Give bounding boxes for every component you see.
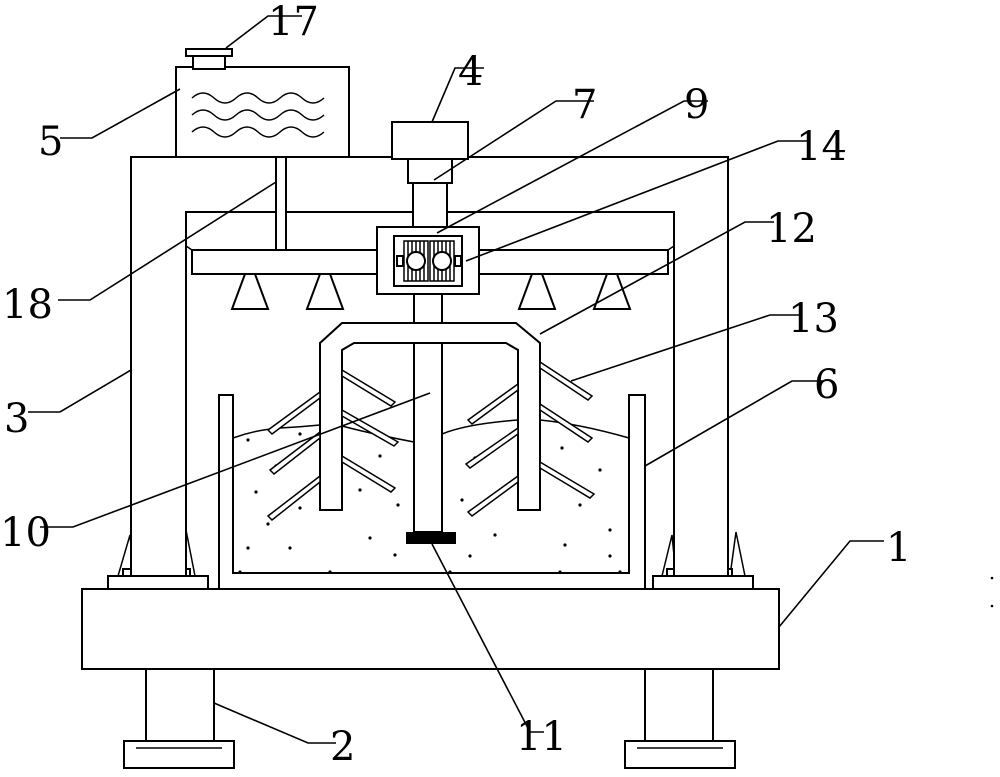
label-6: 6 xyxy=(814,362,839,408)
motor-shaft-housing xyxy=(407,158,453,184)
tank-body xyxy=(175,66,350,158)
label-7: 7 xyxy=(572,82,597,128)
mount-plate-right xyxy=(652,575,754,590)
gearbox xyxy=(376,226,480,295)
mixing-tank xyxy=(218,394,646,590)
leader-lines xyxy=(28,15,884,744)
label-2: 2 xyxy=(330,724,355,770)
label-10: 10 xyxy=(0,510,51,556)
tank-cap xyxy=(185,48,233,57)
label-11: 11 xyxy=(516,714,567,760)
mount-plate-left xyxy=(107,575,209,590)
reference-labels: 17 4 5 7 9 14 12 18 13 6 3 10 1 11 2 xyxy=(0,0,911,770)
bottom-scraper xyxy=(406,532,456,544)
label-9: 9 xyxy=(684,82,709,128)
label-17: 17 xyxy=(268,0,319,45)
leg-left-foot xyxy=(123,740,235,769)
stray-marks xyxy=(990,576,994,608)
motor xyxy=(391,121,469,160)
label-3: 3 xyxy=(4,396,29,442)
leg-left xyxy=(145,668,215,742)
material-particles xyxy=(238,432,622,574)
label-5: 5 xyxy=(38,119,63,165)
label-1: 1 xyxy=(886,525,911,571)
leg-right xyxy=(644,668,714,742)
feed-pipe xyxy=(275,156,287,251)
label-14: 14 xyxy=(796,124,847,170)
label-18: 18 xyxy=(2,282,53,328)
base-platform xyxy=(81,588,780,670)
liquid-tank xyxy=(175,48,350,158)
leg-right-foot xyxy=(624,740,736,769)
shaft-upper xyxy=(412,182,448,228)
label-12: 12 xyxy=(766,206,817,252)
tank-neck xyxy=(192,54,226,70)
stirring-blades xyxy=(266,360,596,522)
label-4: 4 xyxy=(458,49,483,95)
support-legs xyxy=(123,668,736,769)
label-13: 13 xyxy=(788,296,839,342)
stirring-frame xyxy=(319,322,541,511)
